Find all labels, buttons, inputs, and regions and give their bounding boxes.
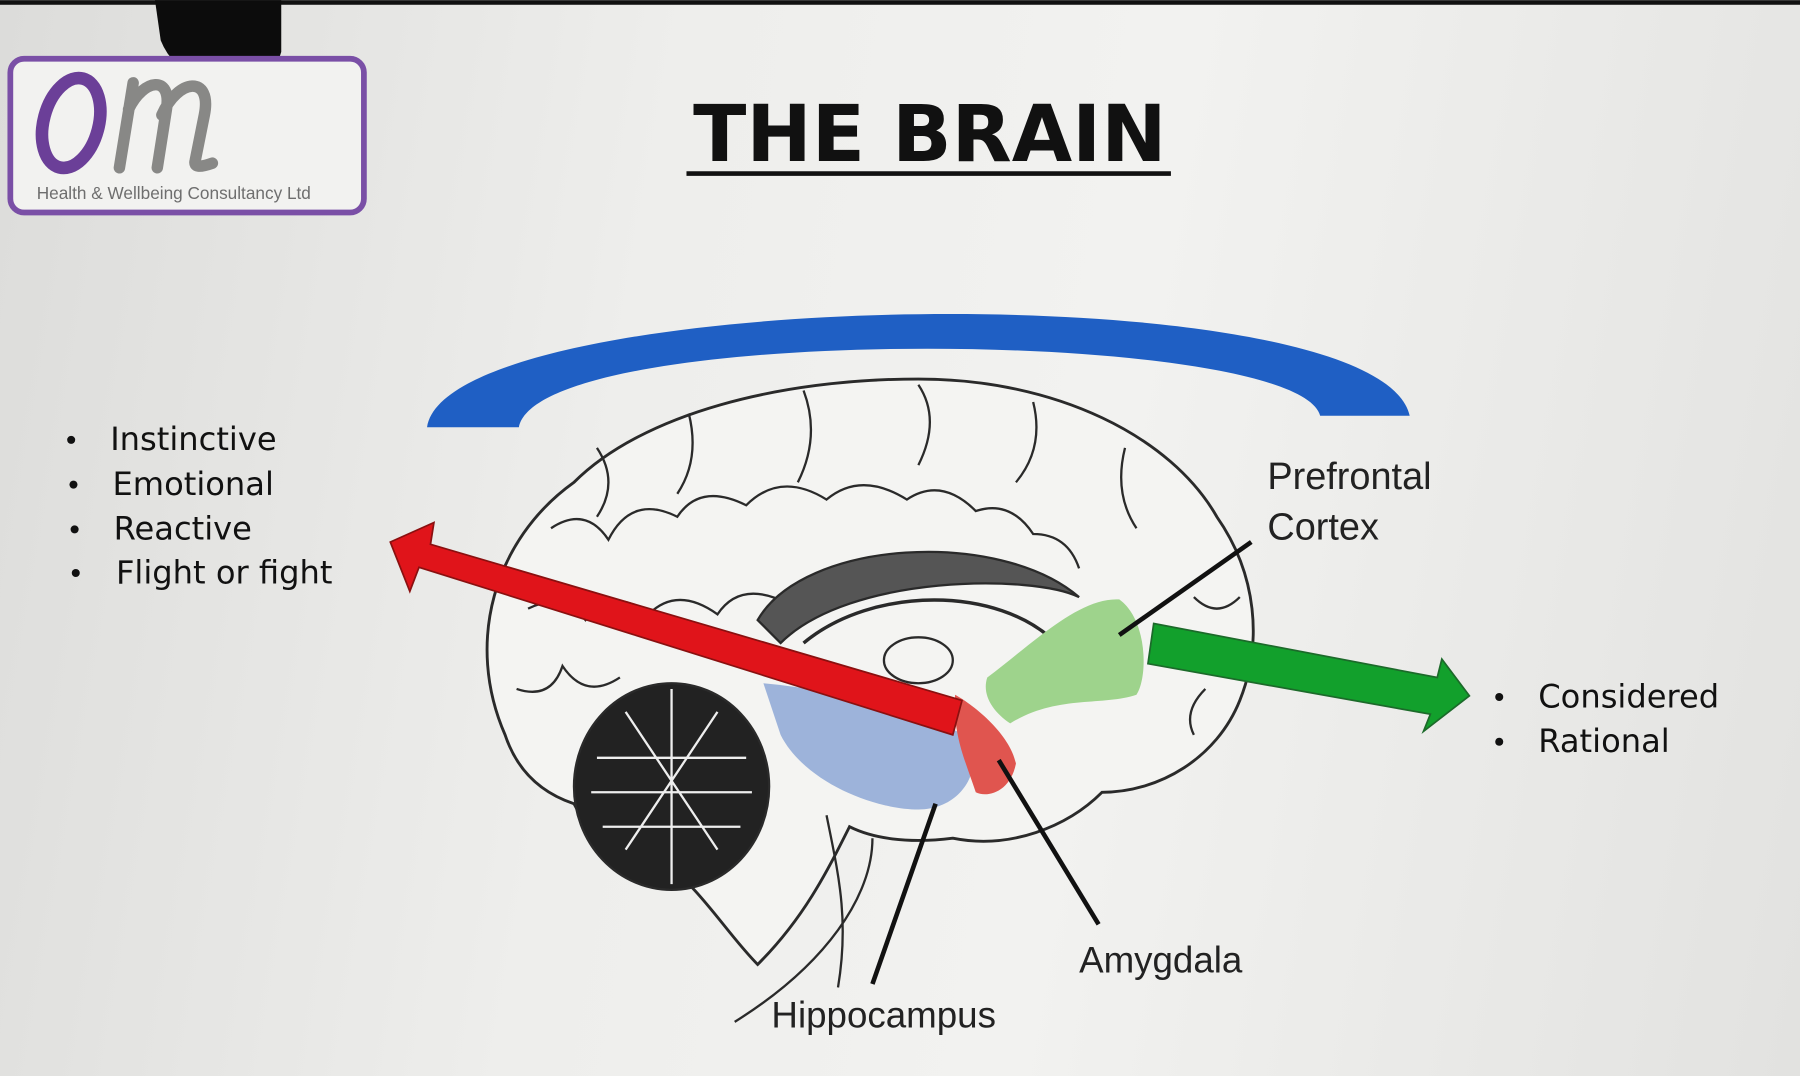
prefrontal-label-line1: Prefrontal — [1267, 456, 1431, 498]
bullet-icon — [71, 568, 80, 578]
amygdala-region — [954, 694, 1016, 795]
hippocampus-region — [763, 683, 974, 810]
bullet-icon — [70, 525, 79, 534]
brain-illustration — [485, 377, 1255, 1023]
page-title: THE BRAIN — [693, 90, 1166, 180]
bullet-icon — [1495, 692, 1504, 702]
logo-mark — [35, 71, 219, 175]
amygdala-label: Amygdala — [1079, 940, 1243, 981]
hippocampus-pointer-line — [870, 802, 938, 985]
logo-mark-o — [35, 71, 107, 175]
amygdala-pointer-line — [996, 758, 1101, 926]
left-bullet-list: Instinctive Emotional Reactive Flight or… — [67, 420, 332, 591]
right-bullet-list: Considered Rational — [1495, 677, 1719, 760]
prefrontal-region — [985, 599, 1144, 724]
hippocampus-label: Hippocampus — [771, 995, 996, 1036]
company-logo: Health & Wellbeing Consultancy Ltd — [7, 55, 367, 216]
bullet-icon — [69, 480, 78, 489]
list-item: Rational — [1538, 722, 1669, 760]
green-arrow-right — [1146, 622, 1471, 735]
screen-bezel — [0, 0, 1800, 5]
list-item: Instinctive — [110, 420, 276, 458]
logo-subtitle: Health & Wellbeing Consultancy Ltd — [37, 183, 311, 203]
prefrontal-pointer-line — [1117, 540, 1253, 637]
overarching-arc — [427, 314, 1410, 428]
bullet-icon — [1495, 737, 1504, 746]
logo-mark-m — [113, 77, 219, 174]
bullet-icon — [67, 435, 76, 444]
list-item: Flight or fight — [116, 553, 333, 591]
prefrontal-label-line2: Cortex — [1267, 507, 1379, 549]
list-item: Emotional — [113, 465, 274, 503]
red-arrow-left — [389, 521, 964, 736]
list-item: Considered — [1538, 677, 1719, 715]
list-item: Reactive — [114, 510, 252, 548]
